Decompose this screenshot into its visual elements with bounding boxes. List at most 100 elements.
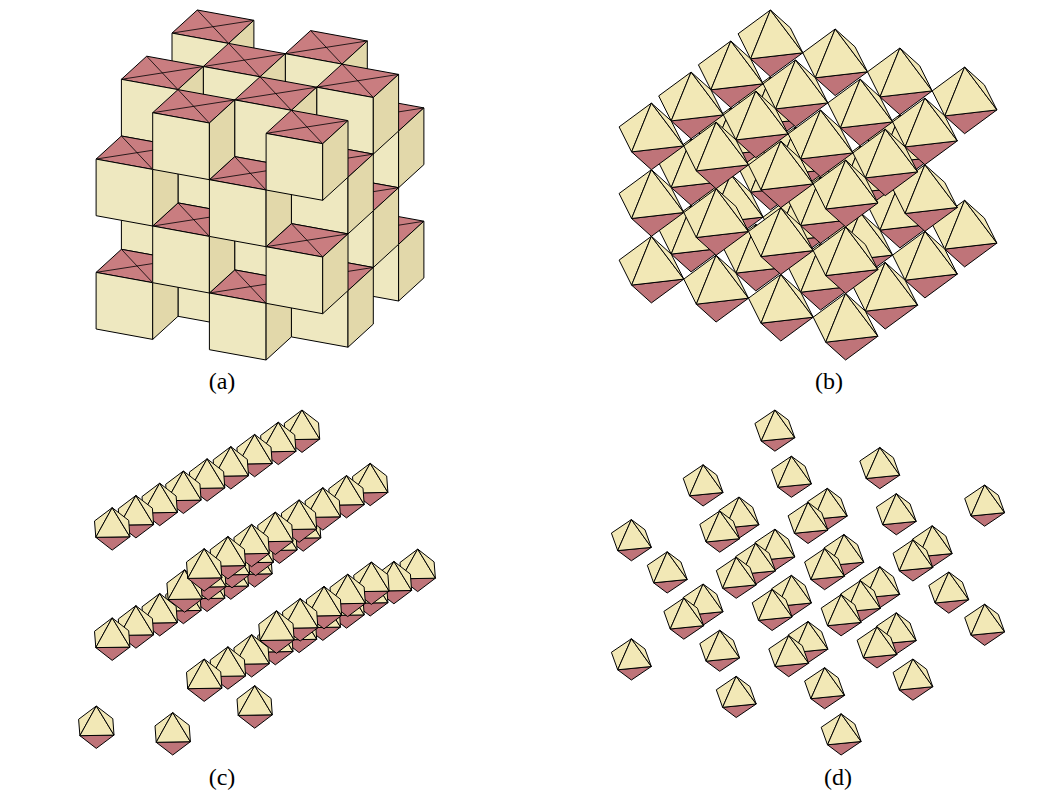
polyhedron-face [781, 208, 813, 251]
polyhedron-face [913, 659, 933, 687]
polyhedron-face [188, 549, 222, 579]
polyhedron-face [112, 508, 130, 537]
polyhedron-face [632, 170, 684, 219]
polyhedron-face [156, 742, 190, 755]
polyhedron-face [255, 686, 273, 715]
polyhedron-face [965, 200, 997, 243]
polyhedron-face [825, 668, 845, 696]
polyhedron-face [153, 226, 210, 293]
polyhedron-face [160, 483, 178, 512]
polyhedron-face [759, 589, 793, 620]
polyhedron-face [703, 465, 723, 493]
polyhedron-face [266, 247, 323, 314]
polyhedron-face [913, 540, 933, 568]
polyhedron-face [696, 189, 748, 238]
polyhedron-face [860, 79, 892, 122]
polyhedron-face [796, 60, 828, 103]
polyhedron-face [632, 236, 684, 285]
polyhedron-face [302, 410, 320, 439]
polyhedron-face [949, 572, 969, 600]
polyhedron-face [323, 234, 348, 314]
polyhedron-face [96, 647, 130, 660]
polyhedron-face [188, 659, 222, 689]
polyhedron-face [324, 586, 342, 615]
polyhedron-face [825, 549, 845, 577]
polyhedron-face [985, 604, 1005, 632]
polyhedron-face [260, 640, 294, 653]
polyhedron-face [883, 494, 917, 525]
polyhedron-face [965, 67, 997, 110]
polyhedron-face [781, 141, 813, 184]
polyhedron-face [736, 676, 756, 704]
polyhedron-face [826, 227, 878, 276]
polyhedron-face [373, 188, 398, 268]
polyhedron-face [711, 41, 763, 90]
polyhedron-face [260, 611, 294, 641]
polyhedron-face [791, 575, 811, 603]
polyhedron-face [238, 686, 272, 716]
polyhedron-face [756, 543, 776, 571]
polyhedron-face [840, 79, 892, 128]
polyhedron-face [971, 485, 1005, 516]
polyhedron-face [828, 714, 862, 745]
polyhedra-panel [79, 410, 436, 755]
polyhedron-face [207, 459, 225, 488]
polyhedron-face [96, 272, 153, 339]
polyhedron-face [168, 599, 202, 612]
polyhedron-face [905, 231, 957, 280]
polyhedron-face [739, 497, 759, 525]
polyhedron-face [399, 221, 424, 301]
polyhedron-face [671, 72, 723, 121]
polyhedron-face [209, 180, 266, 247]
polyhedron-face [808, 502, 828, 530]
polyhedron-face [880, 48, 932, 97]
panel-label: (d) [822, 765, 854, 789]
polyhedron-face [899, 540, 933, 571]
polyhedron-face [877, 627, 897, 655]
polyhedron-face [209, 100, 234, 180]
polyhedron-face [80, 735, 114, 748]
polyhedron-face [696, 122, 748, 171]
polyhedron-face [348, 154, 373, 234]
polyhedron-face [776, 60, 828, 109]
polyhedron-face [945, 67, 997, 116]
polyhedron-face [266, 133, 323, 200]
polyhedron-face [651, 170, 683, 213]
polyhedron-face [691, 72, 723, 115]
polyhedron-face [846, 227, 878, 270]
polyhedron-face [96, 159, 153, 226]
polyhedron-face [841, 595, 861, 623]
polyhedra-panel [96, 10, 424, 360]
polyhedron-face [932, 526, 952, 554]
polyhedron-face [631, 639, 651, 667]
polyhedron-face [811, 549, 845, 580]
polyhedron-face [96, 618, 130, 648]
polyhedron-face [761, 141, 813, 190]
polyhedron-face [985, 485, 1005, 513]
polyhedron-face [723, 676, 757, 707]
polyhedron-face [255, 434, 273, 463]
polyhedron-face [900, 48, 932, 91]
polyhedron-face [772, 589, 792, 617]
polyhedron-face [228, 647, 246, 676]
polyhedron-face [300, 599, 318, 628]
polyhedron-face [736, 557, 756, 585]
polyhedron-face [156, 713, 190, 743]
polyhedron-face [323, 488, 341, 517]
polyhedron-face [204, 659, 222, 688]
polyhedron-face [188, 578, 222, 591]
polyhedron-face [373, 74, 398, 154]
polyhedron-face [238, 715, 272, 728]
panel-label: (c) [207, 765, 238, 789]
polyhedron-face [844, 535, 864, 563]
polyhedron-face [96, 537, 130, 550]
polyhedron-face [789, 636, 809, 664]
polyhedron-face [136, 496, 154, 525]
polyhedron-face [204, 549, 222, 578]
polyhedron-face [183, 471, 201, 500]
polyhedron-face [112, 618, 130, 647]
polyhedron-face [846, 160, 878, 203]
polyhedron-face [153, 113, 210, 180]
panel-label: (b) [813, 369, 845, 393]
